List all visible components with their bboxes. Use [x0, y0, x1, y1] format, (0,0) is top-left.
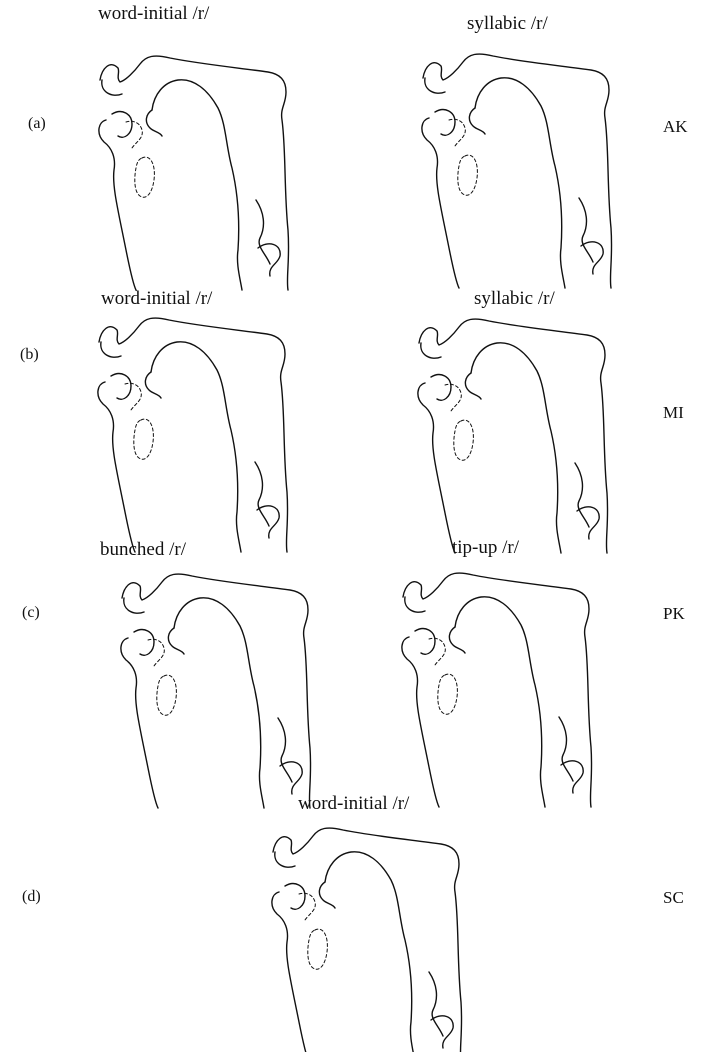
- lower-lip: [121, 638, 158, 808]
- vocal-tract-drawing-c-left: [112, 568, 332, 818]
- tongue-outline: [455, 597, 545, 807]
- lower-teeth: [134, 630, 154, 656]
- speaker-pk: PK: [663, 605, 685, 622]
- tongue-tip: [449, 627, 465, 653]
- label-c-right: tip-up /r/: [452, 538, 519, 557]
- epiglottis-wall: [559, 717, 573, 781]
- label-d-center: word-initial /r/: [298, 794, 409, 813]
- label-b-left: word-initial /r/: [101, 289, 212, 308]
- upper-lip-curl: [421, 343, 441, 358]
- jaw-bone-dash: [135, 157, 155, 197]
- speaker-mi: MI: [663, 404, 684, 421]
- epiglottis-wall: [575, 463, 589, 527]
- upper-lip-curl: [425, 78, 445, 93]
- jaw-bone-dash: [458, 155, 478, 195]
- lower-lip: [422, 118, 459, 288]
- vocal-tract-drawing-a-right: [413, 48, 633, 288]
- epiglottis-wall: [255, 462, 269, 526]
- palate-outline: [100, 56, 289, 290]
- lower-lip: [99, 120, 136, 290]
- tongue-outline: [471, 343, 561, 553]
- lower-lip: [402, 637, 439, 807]
- palate-outline: [99, 318, 288, 552]
- lower-lip: [98, 382, 135, 552]
- tongue-tip: [319, 882, 335, 908]
- label-c-left: bunched /r/: [100, 540, 186, 559]
- vocal-tract-drawing-a-left: [90, 50, 310, 290]
- lower-lip: [418, 383, 455, 553]
- palate-outline: [419, 319, 608, 553]
- tongue-tip: [469, 108, 485, 134]
- upper-lip-curl: [405, 597, 425, 612]
- tongue-tip: [465, 373, 481, 399]
- jaw-bone-dash: [157, 675, 177, 715]
- epiglottis-wall: [256, 200, 270, 264]
- vocal-tract-drawing-b-right: [409, 313, 629, 553]
- upper-lip-curl: [101, 342, 121, 357]
- lower-teeth: [112, 112, 132, 138]
- tongue-outline: [151, 342, 241, 552]
- lower-lip: [272, 892, 309, 1052]
- tongue-outline: [475, 78, 565, 288]
- lower-teeth: [435, 110, 455, 136]
- upper-lip-curl: [275, 852, 295, 867]
- jaw-bone-dash: [308, 929, 328, 969]
- palate-outline: [122, 574, 311, 808]
- lower-teeth: [431, 375, 451, 401]
- row-tag-c: (c): [22, 605, 40, 621]
- speaker-ak: AK: [663, 118, 688, 135]
- palate-outline: [423, 54, 612, 288]
- jaw-bone-dash: [454, 420, 474, 460]
- label-b-right: syllabic /r/: [474, 289, 555, 308]
- tongue-outline: [174, 598, 264, 808]
- jaw-bone-dash: [438, 674, 458, 714]
- tongue-tip: [168, 628, 184, 654]
- row-tag-a: (a): [28, 116, 46, 132]
- jaw-bone-dash: [134, 419, 154, 459]
- epiglottis-wall: [429, 972, 443, 1036]
- tongue-outline: [325, 852, 415, 1052]
- label-a-right: syllabic /r/: [467, 14, 548, 33]
- row-tag-b: (b): [20, 347, 39, 363]
- tongue-outline: [152, 80, 242, 290]
- palate-outline: [403, 573, 592, 807]
- row-tag-d: (d): [22, 889, 41, 905]
- speaker-sc: SC: [663, 889, 684, 906]
- vocal-tract-drawing-c-right: [393, 567, 613, 817]
- tongue-tip: [145, 372, 161, 398]
- lower-teeth: [415, 629, 435, 655]
- upper-lip-curl: [102, 80, 122, 95]
- vocal-tract-drawing-b-left: [89, 312, 309, 552]
- lower-teeth: [285, 884, 305, 910]
- vocal-tract-drawing-d: [263, 822, 483, 1052]
- epiglottis-wall: [579, 198, 593, 262]
- label-a-left: word-initial /r/: [98, 4, 209, 23]
- upper-lip-curl: [124, 598, 144, 613]
- lower-teeth: [111, 374, 131, 400]
- tongue-tip: [146, 110, 162, 136]
- epiglottis-wall: [278, 718, 292, 782]
